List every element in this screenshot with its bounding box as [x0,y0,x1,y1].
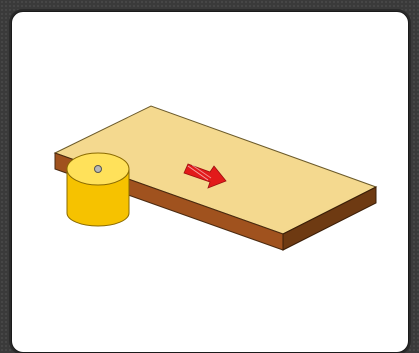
board-roller-diagram [12,12,408,352]
roller-cylinder [67,153,129,226]
roller-hub [95,166,102,173]
illustration-card [11,11,409,353]
